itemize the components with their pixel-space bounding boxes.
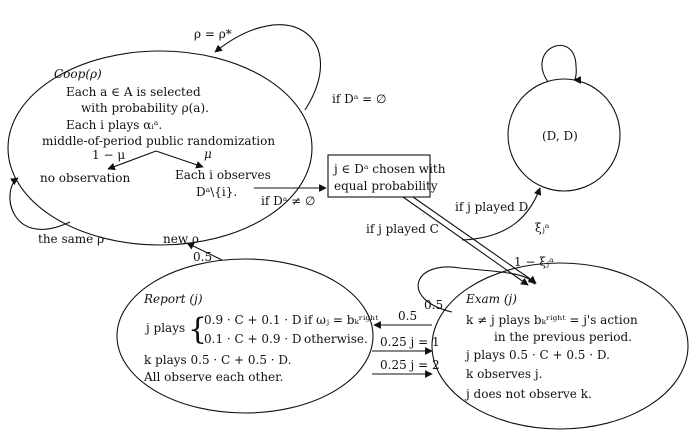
branch-right-arrow (155, 150, 204, 169)
same-rho-label: the same ρ (38, 232, 104, 246)
report-k-plays: k plays 0.5 · C + 0.5 · D. (144, 353, 291, 367)
xi-label: ξⱼᵃ (535, 221, 550, 235)
loop-dd (541, 44, 581, 84)
dd-state (507, 78, 621, 192)
loop-exam (417, 266, 536, 313)
report-case-2-cond: otherwise. (304, 332, 368, 346)
exam-self-prob: 0.5 (424, 298, 443, 312)
exam-state (431, 262, 689, 430)
coop-line-3: Each i plays αᵢᵃ. (66, 118, 162, 132)
exam-line-1: k ≠ j plays bₖʳⁱᵍʰᵗ = j's action (466, 313, 638, 327)
report-state (116, 258, 374, 414)
loop-same-rho (9, 177, 71, 230)
j1-label: 0.25 j = 1 (380, 335, 440, 349)
coop-state (7, 50, 313, 246)
coop-line-1: Each a ∈ A is selected (66, 85, 201, 99)
if-played-c-label: if j played C (366, 222, 439, 236)
choose-box-line-2: equal probability (334, 179, 438, 193)
choose-box-line-1: j ∈ Dᵃ chosen with (332, 162, 446, 176)
loop-rho-star (214, 24, 322, 111)
no-observation-label: no observation (40, 171, 130, 185)
dd-label: (D, D) (542, 129, 578, 143)
exam-line-3: j plays 0.5 · C + 0.5 · D. (464, 348, 610, 362)
exam-title: Exam (j) (465, 292, 517, 306)
report-case-1-cond: if ωⱼ = bₖʳⁱᵍʰᵗ, (304, 313, 382, 327)
branch-right-prob: μ (204, 147, 212, 161)
if-empty-label: if Dᵃ = ∅ (332, 92, 386, 106)
coop-line-2: with probability ρ(a). (81, 101, 209, 115)
j2-label: 0.25 j = 2 (380, 358, 440, 372)
arrow-to-dd-xi (461, 187, 542, 241)
report-case-1-value: 0.9 · C + 0.1 · D (204, 313, 302, 327)
choose-j-box (327, 154, 431, 198)
coop-title: Coop(ρ) (54, 67, 102, 81)
coop-line-4: middle-of-period public randomization (42, 134, 275, 148)
report-title: Report (j) (143, 292, 203, 306)
one-minus-xi-label: 1 − ξⱼᵃ (514, 255, 554, 269)
each-observes-label: Each i observes (175, 168, 271, 182)
report-brace: { (188, 312, 207, 347)
if-nonempty-label: if Dᵃ ≠ ∅ (261, 194, 315, 208)
exam-line-4: k observes j. (466, 367, 542, 381)
report-observe-all: All observe each other. (143, 370, 283, 384)
report-case-2-value: 0.1 · C + 0.9 · D (204, 332, 302, 346)
branch-left-prob: 1 − μ (92, 148, 125, 162)
exam-to-report-prob: 0.5 (398, 309, 417, 323)
exam-line-2: in the previous period. (494, 330, 632, 344)
exam-line-5: j does not observe k. (464, 387, 592, 401)
report-to-coop-prob: 0.5 (193, 250, 212, 264)
each-observes-label-2: Dᵃ\{i}. (196, 185, 237, 199)
report-plays: j plays (144, 321, 185, 335)
branch-left-arrow (107, 150, 157, 171)
rho-star-label: ρ = ρ* (194, 27, 232, 41)
if-played-d-label: if j played D (455, 200, 528, 214)
arrow-report-to-coop (186, 242, 223, 261)
new-rho-label: new ρ (163, 232, 199, 246)
